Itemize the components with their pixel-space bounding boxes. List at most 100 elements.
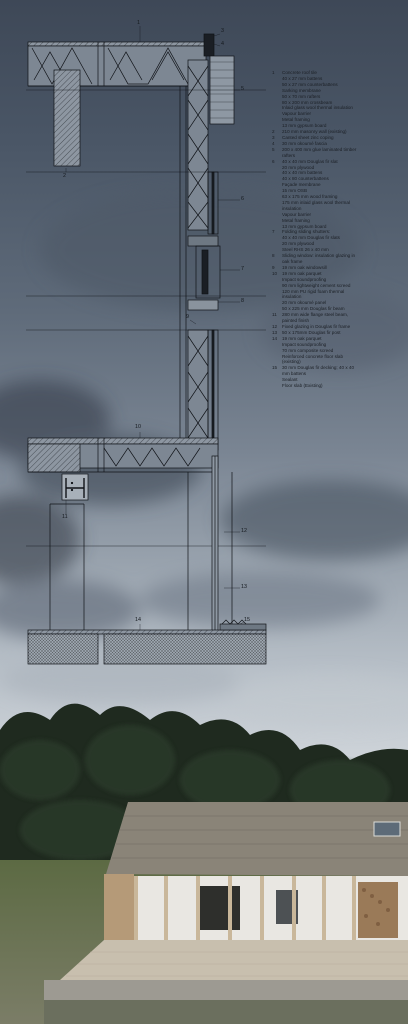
callout-15: 15 <box>244 617 250 623</box>
lower-posts <box>49 455 233 633</box>
callout-1: 1 <box>137 20 140 26</box>
legend-line: 20 mm plywood <box>282 164 315 170</box>
masonry-wall <box>53 69 81 167</box>
zinc-coping <box>203 33 215 57</box>
legend-line: painted finish <box>282 318 310 324</box>
legend-line: Fixed glazing in Douglas fir frame <box>282 323 351 329</box>
callout-11: 11 <box>62 514 68 520</box>
callout-9: 9 <box>186 314 189 320</box>
legend-line: 50 x 70 mm rafters <box>282 93 321 99</box>
legend-item: 13 50 x 175mm Douglas fir post <box>272 330 406 336</box>
legend-number: 8 <box>272 253 275 259</box>
legend-line: Impact soundproofing <box>282 276 327 282</box>
legend-line: 20 mm okoumé panel <box>282 300 327 306</box>
legend-line: Impact soundproofing <box>282 341 327 347</box>
legend-line: 30 mm okoumé fascia <box>282 140 327 146</box>
legend-line: Sarking membrane <box>282 87 321 93</box>
legend-line: 50 x 225 mm Douglas fir beam <box>282 306 345 312</box>
callout-13: 13 <box>241 584 247 590</box>
legend-line: 13 mm gypsum board <box>282 123 327 129</box>
legend-line: 19 mm oak parquet <box>282 335 322 341</box>
steel-beam <box>61 473 89 501</box>
legend-line: Inlaid glass wool thermal insulation <box>282 105 353 111</box>
concrete-plinth <box>44 980 408 1000</box>
legend-line: Concrete roof tile <box>282 70 317 75</box>
base-slab <box>27 619 267 665</box>
callout-4: 4 <box>221 41 224 47</box>
legend-number: 4 <box>272 140 275 146</box>
legend-line: Façade membrane <box>282 182 321 188</box>
legend-item: 9 19 mm oak windowsill <box>272 265 406 271</box>
legend-line: oak frame <box>282 259 303 264</box>
legend-line: Sliding window: insulation glazing in <box>282 253 356 259</box>
callout-2: 2 <box>63 173 66 179</box>
legend-line: 40 x 80 counterbattens <box>282 176 329 182</box>
legend-line: 40 x 40 mm Douglas fir slats <box>282 235 340 241</box>
house-photo <box>0 703 408 1024</box>
wooden-deck <box>60 940 408 990</box>
legend-line: 40 x 40 mm Douglas fir slat <box>282 158 338 164</box>
legend-number: 15 <box>272 365 278 371</box>
legend-line: Folding sliding shutters: <box>282 229 331 235</box>
legend-line: 19 mm oak parquet <box>282 270 322 276</box>
legend-number: 13 <box>272 329 278 335</box>
legend-line: Metal framing <box>282 117 310 123</box>
legend-line: 120 mm PU rigid foam thermal <box>282 288 345 294</box>
wooden-gable <box>104 874 134 944</box>
roof-assembly <box>27 41 207 87</box>
legend-item: 2 210 mm masonry wall (existing) <box>272 129 406 135</box>
callout-8: 8 <box>241 298 244 304</box>
legend-number: 5 <box>272 146 275 152</box>
legend-line: 90 mm lightweight cement screed <box>282 282 351 288</box>
legend-line: 13 mm gypsum board <box>282 223 327 229</box>
callout-6: 6 <box>241 196 244 202</box>
legend-line: Floor slab (Existing) <box>282 383 323 389</box>
wall-section-drawing <box>26 26 267 665</box>
legend-number: 10 <box>272 270 278 276</box>
callout-5: 5 <box>241 86 244 92</box>
legend-line: 63 x 175 mm wood framing <box>282 194 338 200</box>
glazed-door <box>200 886 240 930</box>
legend-line: 50 x 27 mm counterbattens <box>282 81 338 87</box>
legend-line: (existing) <box>282 359 301 365</box>
callout-3: 3 <box>221 28 224 34</box>
legend-number: 6 <box>272 158 275 164</box>
callout-12: 12 <box>241 528 247 534</box>
legend-line: 19 mm oak windowsill <box>282 264 327 270</box>
callout-10: 10 <box>135 424 141 430</box>
legend-line: insulation <box>282 294 302 300</box>
legend-line: 15 mm OSB <box>282 188 308 194</box>
legend-number: 2 <box>272 129 275 135</box>
legend-item: 7 Folding sliding shutters:40 x 40 mm Dou… <box>272 229 406 253</box>
legend-line: 210 mm masonry wall (existing) <box>282 129 347 135</box>
legend-line: Steel RHS 26 x 40 mm <box>282 247 329 253</box>
legend-number: 3 <box>272 134 275 140</box>
legend-number: 11 <box>272 312 277 318</box>
legend-line: 30 mm Douglas fir decking; 40 x 40 <box>282 365 355 371</box>
legend-number: 1 <box>272 70 275 75</box>
callout-14: 14 <box>135 617 141 623</box>
legend-line: 70 mm composite screed <box>282 347 334 353</box>
legend-line: mm battens <box>282 371 306 377</box>
legend-line: 175 mm inlaid glass wool thermal <box>282 199 350 205</box>
legend-line: 50 x 175mm Douglas fir post <box>282 329 341 335</box>
legend-number: 9 <box>272 264 275 270</box>
porch-posts <box>134 876 356 942</box>
legend-line: Reinforced concrete floor slab <box>282 353 344 359</box>
tiled-roof <box>106 802 408 876</box>
timber-frame-wall <box>179 59 221 452</box>
legend-line: rafters <box>282 152 296 158</box>
legend-line: Vapour barrier <box>282 211 312 217</box>
legend-line: Metal framing <box>282 217 310 223</box>
legend-line: 80 x 200 mm crossbeam <box>282 99 333 105</box>
legend-number: 7 <box>272 229 275 235</box>
